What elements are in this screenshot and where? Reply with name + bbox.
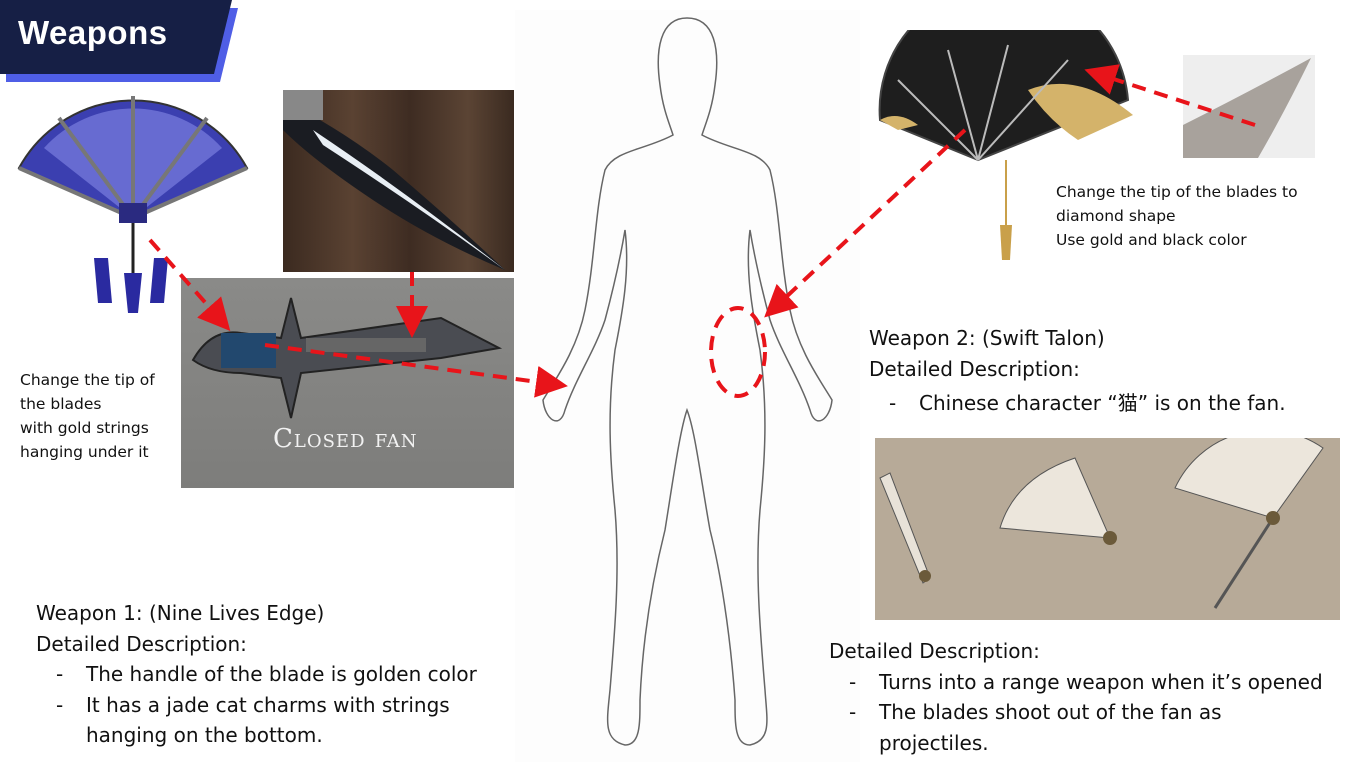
bullet-text: Chinese character “猫” is on the fan.: [919, 391, 1286, 415]
bullet-text: Turns into a range weapon when it’s open…: [879, 669, 1323, 694]
bullet-dash: -: [56, 692, 64, 717]
weapon2-description: Weapon 2: (Swift Talon) Detailed Descrip…: [869, 323, 1349, 419]
bullet-dash: -: [849, 700, 857, 724]
left-note-line: hanging under it: [20, 443, 149, 461]
weapon2-extra-bullet: -Turns into a range weapon when it’s ope…: [829, 667, 1359, 698]
page-title: Weapons: [18, 14, 168, 51]
right-note-line: Use gold and black color: [1056, 231, 1247, 249]
bullet-text: It has a jade cat charms with strings ha…: [86, 692, 450, 748]
bullet-text: The handle of the blade is golden color: [86, 662, 477, 686]
curved-blade-image: [283, 90, 514, 272]
title-banner: [0, 0, 238, 82]
weapon1-bullet: -It has a jade cat charms with strings h…: [36, 690, 506, 751]
fan-stages-image: [875, 438, 1340, 620]
weapon2-bullet: -Chinese character “猫” is on the fan.: [869, 388, 1349, 419]
bullet-dash: -: [849, 669, 857, 694]
weapon2-extra-bullet: -The blades shoot out of the fan as proj…: [829, 697, 1359, 758]
bullet-dash: -: [889, 391, 897, 415]
blade-tip-image: [1183, 55, 1315, 158]
weapon2-extra-description: Detailed Description: -Turns into a rang…: [829, 636, 1359, 758]
left-note: Change the tip of the blades with gold s…: [20, 368, 155, 464]
purple-fan-image: [17, 96, 249, 313]
right-note-line: diamond shape: [1056, 207, 1176, 225]
weapon2-subheading: Detailed Description:: [869, 356, 1080, 381]
closed-fan-caption: Closed fan: [273, 424, 418, 454]
weapon1-subheading: Detailed Description:: [36, 631, 247, 656]
weapon2-heading: Weapon 2: (Swift Talon): [869, 326, 1105, 350]
weapon1-heading: Weapon 1: (Nine Lives Edge): [36, 601, 325, 625]
weapon1-description: Weapon 1: (Nine Lives Edge) Detailed Des…: [36, 598, 506, 751]
bullet-dash: -: [56, 662, 64, 686]
weapon1-bullet: -The handle of the blade is golden color: [36, 659, 506, 690]
left-note-line: the blades: [20, 395, 102, 413]
weapon2-extra-subheading: Detailed Description:: [829, 639, 1040, 663]
body-outline-image: [515, 10, 860, 762]
left-note-line: with gold strings: [20, 419, 149, 437]
closed-fan-image: Closed fan: [181, 278, 514, 488]
right-note: Change the tip of the blades to diamond …: [1056, 180, 1298, 252]
right-note-line: Change the tip of the blades to: [1056, 183, 1298, 201]
bullet-text: The blades shoot out of the fan as proje…: [879, 700, 1222, 755]
left-note-line: Change the tip of: [20, 371, 155, 389]
